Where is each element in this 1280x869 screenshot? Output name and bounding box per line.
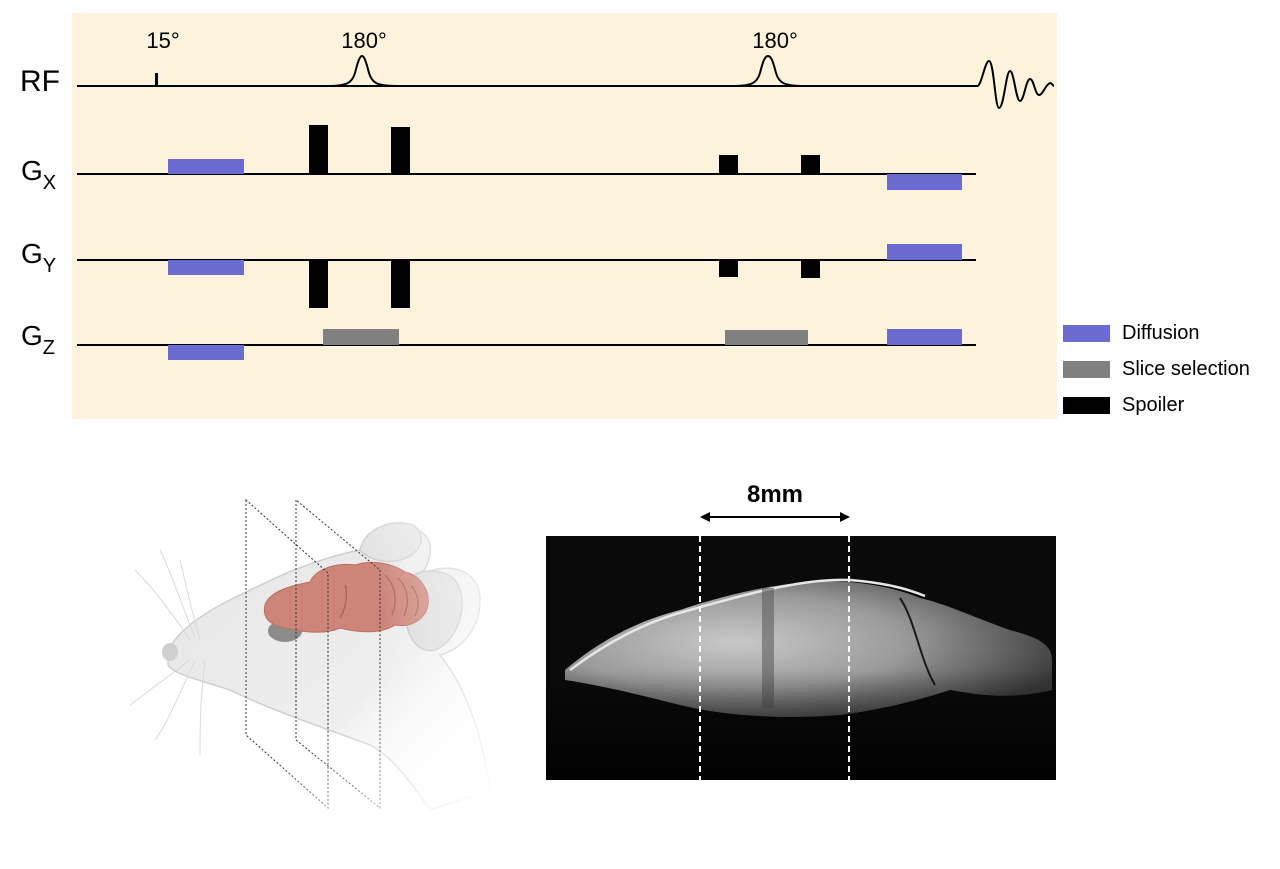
rf-echo-signal: [977, 59, 1055, 110]
echo-overflow: [1054, 13, 1058, 133]
legend-diffusion-label: Diffusion: [1122, 322, 1200, 344]
rf-15-pulse: [155, 73, 158, 86]
gy-spoiler-4: [801, 260, 820, 278]
flip-angle-15-label: 15°: [146, 28, 179, 53]
gx-spoiler-3: [719, 155, 738, 174]
gx-spoiler-2: [391, 127, 410, 174]
flip-angle-180-label-a: 180°: [341, 28, 387, 53]
gz-slice-select-1: [323, 329, 399, 345]
gz-diffusion-2: [887, 329, 962, 345]
axis-labels: RF GX GY GZ: [20, 65, 60, 359]
gy-diffusion-1: [168, 260, 244, 275]
gz-diffusion-1: [168, 345, 244, 360]
legend-slice-swatch: [1063, 361, 1110, 378]
gy-spoiler-1: [309, 260, 328, 308]
edge-fade: [130, 490, 520, 820]
gy-spoiler-2: [391, 260, 410, 308]
scale-arrow: [700, 512, 850, 522]
gx-spoiler-1: [309, 125, 328, 174]
legend-diffusion: Diffusion: [1063, 322, 1199, 345]
mri-bottom-shadow: [546, 670, 1056, 780]
rf-axis-label: RF: [20, 65, 60, 98]
legend-spoiler-label: Spoiler: [1122, 394, 1185, 416]
scale-label: 8mm: [747, 481, 803, 508]
mouse-head-illustration: [130, 490, 520, 820]
mri-skull-edge: [569, 578, 926, 672]
gy-axis-label: GY: [21, 238, 56, 277]
gx-diffusion-1: [168, 159, 244, 174]
pulse-sequence-diagram: 15° 180° 180°: [72, 13, 1057, 419]
flip-angle-180-label-b: 180°: [752, 28, 798, 53]
legend-spoiler: Spoiler: [1063, 394, 1184, 417]
legend-slice-label: Slice selection: [1122, 358, 1250, 380]
mri-sagittal-image: 8mm: [546, 481, 1056, 780]
gy-spoiler-3: [719, 260, 738, 277]
legend-slice: Slice selection: [1063, 358, 1250, 381]
gx-diffusion-2: [887, 174, 962, 190]
legend-diffusion-swatch: [1063, 325, 1110, 342]
rf-180-pulse-a: [326, 54, 398, 87]
gz-axis-label: GZ: [21, 320, 55, 359]
gz-slice-select-2: [725, 330, 808, 345]
legend-spoiler-swatch: [1063, 397, 1110, 414]
gx-spoiler-4: [801, 155, 820, 174]
gy-diffusion-2: [887, 244, 962, 260]
gx-axis-label: GX: [21, 155, 56, 194]
rf-180-pulse-b: [731, 54, 805, 87]
